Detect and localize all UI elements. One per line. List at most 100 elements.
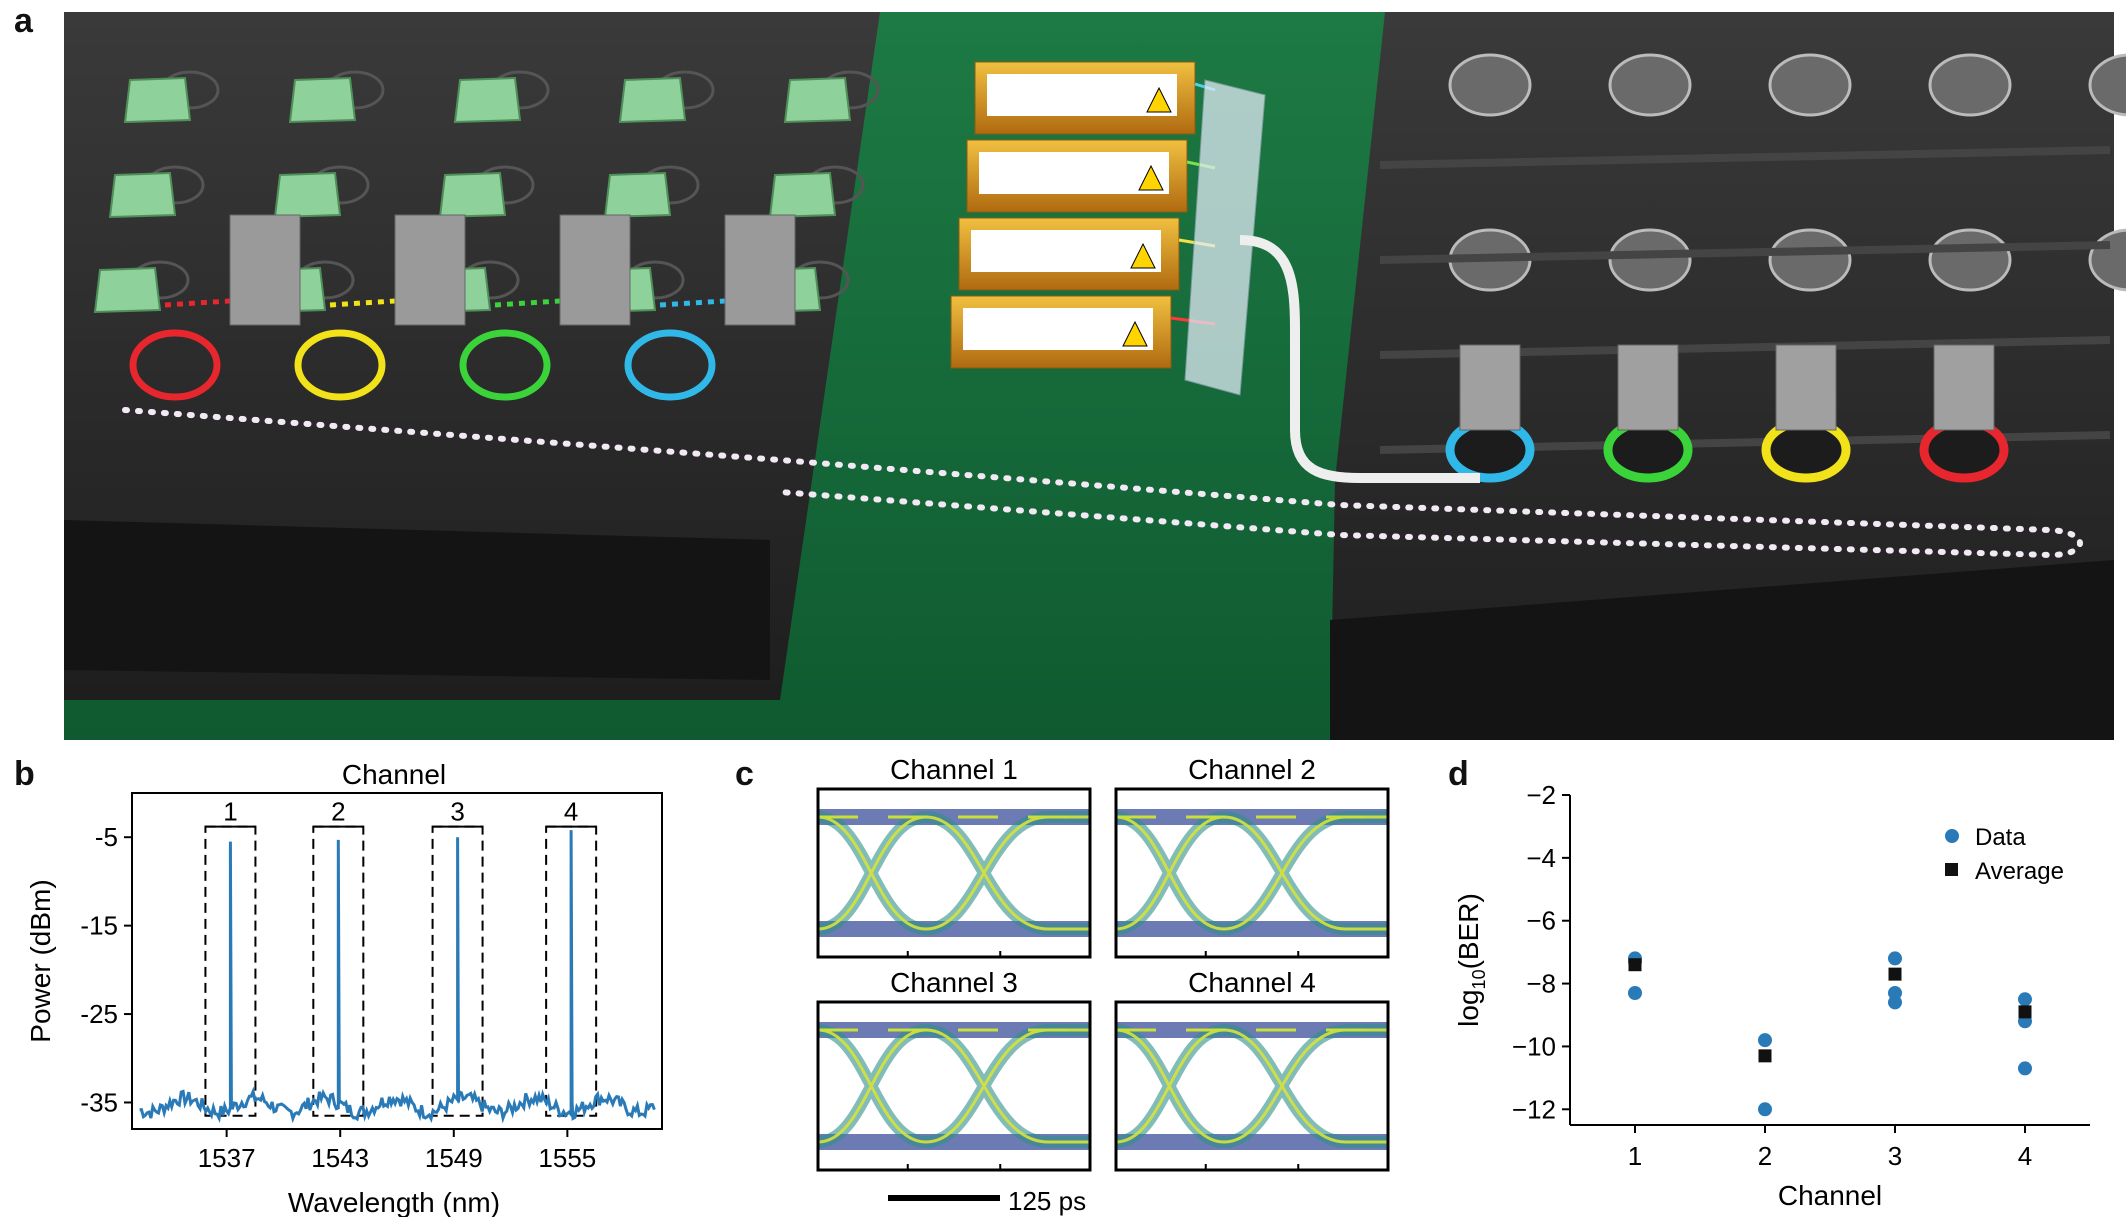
wavelength-combiner bbox=[1184, 79, 1266, 396]
photodetector-well bbox=[1608, 228, 1692, 292]
ber-points bbox=[1628, 951, 2032, 1117]
electrode-pad bbox=[93, 266, 162, 314]
filter-heater bbox=[1775, 344, 1837, 431]
laser-warning-icon bbox=[1138, 164, 1164, 191]
y-tick-label: −6 bbox=[1526, 906, 1556, 936]
channel-number: 2 bbox=[331, 797, 345, 827]
bus-waveguide bbox=[122, 407, 2083, 559]
filter-heater bbox=[1617, 344, 1679, 431]
panel-label-a: a bbox=[14, 2, 33, 40]
heater-stack bbox=[229, 214, 301, 326]
spectrum-trace bbox=[139, 830, 656, 1124]
transmitter-chip-side bbox=[64, 520, 770, 680]
laser-label bbox=[987, 74, 1177, 116]
panel-label-d: d bbox=[1448, 755, 1469, 793]
electrode-pad bbox=[783, 76, 852, 124]
x-tick-label: 1537 bbox=[198, 1143, 256, 1173]
x-tick-label: 2 bbox=[1758, 1141, 1772, 1171]
average-point bbox=[1888, 967, 1902, 981]
eye-title: Channel 1 bbox=[890, 754, 1018, 785]
spectrum-y-ticks: -5-15-25-35 bbox=[80, 822, 132, 1117]
laser-array bbox=[950, 61, 1216, 369]
eye-frame bbox=[1114, 787, 1390, 959]
ber-y-ticks: −2−4−6−8−10−12 bbox=[1512, 780, 1570, 1124]
microring-modulator bbox=[129, 329, 221, 401]
eye-transition-core bbox=[1115, 815, 1388, 931]
eye-transition-core bbox=[1115, 1028, 1388, 1144]
electrode-pad bbox=[123, 76, 192, 124]
eye-frame bbox=[816, 1000, 1092, 1172]
spectrum-xlabel: Wavelength (nm) bbox=[288, 1187, 500, 1217]
microring-modulator bbox=[624, 329, 716, 401]
data-point bbox=[1758, 1033, 1772, 1048]
legend-average-marker bbox=[1945, 863, 1958, 876]
microring-modulator bbox=[294, 329, 386, 401]
electrode-pad bbox=[108, 171, 177, 219]
spectrum-ylabel: Power (dBm) bbox=[25, 879, 56, 1042]
eye-transition-core bbox=[817, 815, 1090, 931]
photodetector-well bbox=[1768, 228, 1852, 292]
photodetector-well bbox=[1608, 53, 1692, 117]
average-point bbox=[1758, 1049, 1772, 1063]
microring-modulator bbox=[459, 329, 551, 401]
heater-stack bbox=[394, 214, 466, 326]
electrode-pad bbox=[618, 76, 687, 124]
laser-label bbox=[979, 152, 1169, 194]
eye-title: Channel 3 bbox=[890, 967, 1018, 998]
x-tick-label: 1555 bbox=[538, 1143, 596, 1173]
data-point bbox=[1888, 951, 1902, 966]
filter-heater bbox=[1933, 344, 1995, 431]
electrode-pad bbox=[288, 76, 357, 124]
x-tick-label: 4 bbox=[2018, 1141, 2032, 1171]
laser-warning-icon bbox=[1146, 86, 1172, 113]
x-tick-label: 1 bbox=[1628, 1141, 1642, 1171]
surface-groove bbox=[1379, 241, 2111, 264]
photodetector-well bbox=[1768, 53, 1852, 117]
x-tick-label: 1543 bbox=[311, 1143, 369, 1173]
ber-xlabel: Channel bbox=[1778, 1180, 1882, 1211]
panel-label-c: c bbox=[735, 755, 754, 793]
laser-warning-icon bbox=[1122, 320, 1148, 347]
eye-title: Channel 4 bbox=[1188, 967, 1316, 998]
eye-frame bbox=[816, 787, 1092, 959]
transmitter-microrings bbox=[129, 214, 796, 401]
x-tick-label: 1549 bbox=[425, 1143, 483, 1173]
time-scalebar-label: 125 ps bbox=[1008, 1186, 1086, 1216]
photonic-chip-illustration bbox=[64, 12, 2126, 740]
y-tick-label: −4 bbox=[1526, 843, 1556, 873]
eye-frame bbox=[1114, 1000, 1390, 1172]
legend-average-label: Average bbox=[1975, 858, 2064, 885]
filter-heater bbox=[1459, 344, 1521, 431]
surface-groove bbox=[1379, 146, 2111, 169]
laser-label bbox=[971, 230, 1161, 272]
panel-label-b: b bbox=[14, 755, 35, 793]
average-point bbox=[1628, 958, 1642, 972]
receiver-chip bbox=[1330, 12, 2114, 740]
legend-data-marker bbox=[1945, 829, 1959, 843]
heater-stack bbox=[559, 214, 631, 326]
data-point bbox=[2018, 992, 2032, 1007]
receiver-microrings bbox=[1445, 344, 2009, 483]
ber-ylabel: log10(BER) bbox=[1453, 893, 1489, 1027]
receiver-surface-features bbox=[1379, 53, 2126, 454]
legend-data-label: Data bbox=[1975, 824, 2026, 851]
y-tick-label: −10 bbox=[1512, 1031, 1556, 1061]
laser-label bbox=[963, 308, 1153, 350]
y-tick-label: -15 bbox=[80, 911, 118, 941]
y-tick-label: -25 bbox=[80, 999, 118, 1029]
channel-number: 4 bbox=[564, 797, 578, 827]
eye-transition-core bbox=[817, 1028, 1090, 1144]
y-tick-label: −2 bbox=[1526, 780, 1556, 810]
data-point bbox=[1628, 986, 1642, 1000]
optical-fiber bbox=[1239, 235, 1480, 483]
electrode-pad bbox=[438, 171, 507, 219]
photodetector-well bbox=[1928, 53, 2012, 117]
electrode-pad bbox=[453, 76, 522, 124]
laser-warning-icon bbox=[1130, 242, 1156, 269]
photodetector-well bbox=[1928, 228, 2012, 292]
spectrum-title: Channel bbox=[342, 759, 446, 790]
